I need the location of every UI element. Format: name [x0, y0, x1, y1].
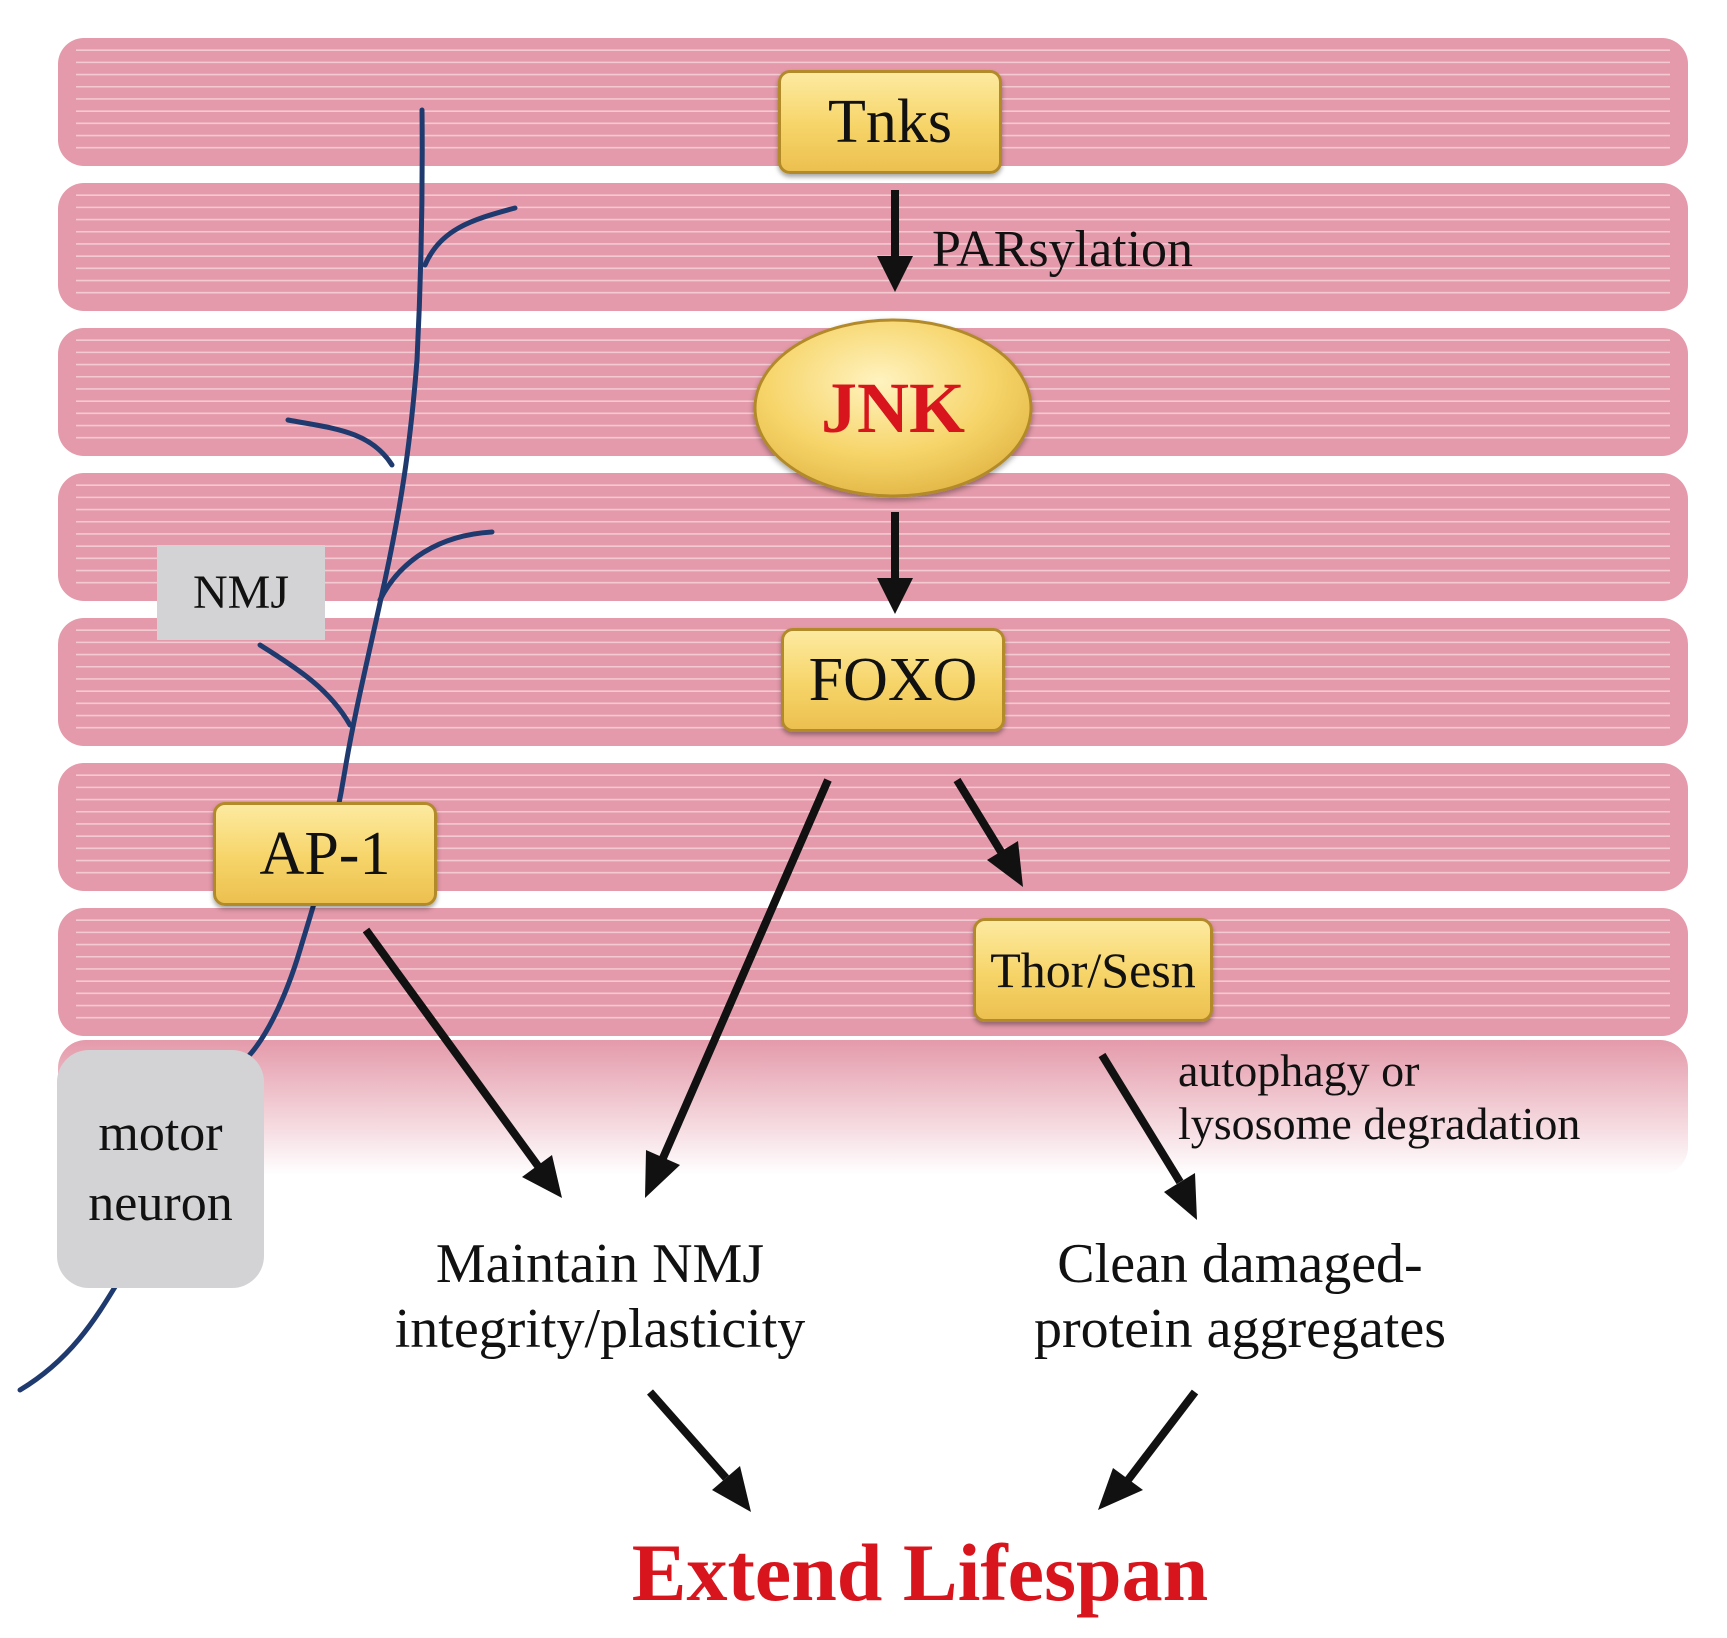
- parsylation-label: PARsylation: [932, 221, 1194, 278]
- foxo-label: FOXO: [808, 645, 978, 714]
- thor-sesn-node: Thor/Sesn: [973, 918, 1213, 1022]
- motor-neuron-line-1: motor: [98, 1104, 223, 1162]
- thor-sesn-label: Thor/Sesn: [990, 942, 1196, 998]
- maintain-line-2: integrity/plasticity: [394, 1297, 806, 1360]
- ap1-node: AP-1: [213, 802, 437, 906]
- motor-neuron-axon: [17, 107, 518, 1393]
- nerve-branch-1: [422, 205, 518, 268]
- jnk-node: JNK: [755, 320, 1031, 496]
- autophagy-line-2: lysosome degradation: [1178, 1098, 1581, 1150]
- autophagy-line-1: autophagy or: [1178, 1045, 1420, 1096]
- arrow-foxo-to-maintain: [645, 778, 832, 1198]
- clean-line-2: protein aggregates: [1033, 1297, 1447, 1360]
- axon-lower: [17, 1279, 121, 1393]
- arrow-maintain-to-lifespan: [647, 1389, 751, 1512]
- nerve-branch-2: [285, 417, 395, 468]
- tnks-node: Tnks: [778, 70, 1002, 174]
- clean-aggregates-outcome: Clean damaged- protein aggregates: [980, 1232, 1500, 1362]
- arrow-jnk-to-foxo: [877, 512, 913, 614]
- muscle-fiber-band: [58, 908, 1688, 1036]
- clean-line-1: Clean damaged-: [1057, 1233, 1423, 1295]
- jnk-node-shape: [753, 318, 1033, 498]
- axon-trunk: [237, 107, 425, 1063]
- arrow-ap1-to-maintain: [362, 927, 562, 1198]
- muscle-fiber-band: [58, 183, 1688, 311]
- muscle-fiber-band: [58, 763, 1688, 891]
- maintain-line-1: Maintain NMJ: [435, 1233, 765, 1295]
- arrow-thor-to-clean: [1098, 1052, 1197, 1220]
- arrow-tnks-to-jnk: [877, 190, 913, 292]
- arrow-foxo-to-thor: [953, 777, 1023, 887]
- motor-neuron-line-2: neuron: [88, 1175, 233, 1232]
- foxo-node: FOXO: [781, 628, 1005, 732]
- maintain-nmj-outcome: Maintain NMJ integrity/plasticity: [340, 1232, 860, 1362]
- nerve-branch-4: [257, 642, 353, 728]
- arrow-clean-to-lifespan: [1098, 1389, 1199, 1510]
- muscle-fiber-band: [58, 473, 1688, 601]
- nerve-branch-3: [377, 529, 495, 603]
- motor-neuron-box: motor neuron: [57, 1050, 264, 1288]
- autophagy-label: autophagy or lysosome degradation: [1178, 1044, 1580, 1151]
- nmj-label-box: NMJ: [157, 545, 325, 640]
- extend-lifespan-result: Extend Lifespan: [631, 1527, 1209, 1618]
- muscle-fade: [58, 1040, 1688, 1175]
- tnks-label: Tnks: [828, 87, 952, 156]
- pathway-arrows: [362, 190, 1199, 1512]
- jnk-label: JNK: [821, 367, 965, 448]
- nmj-label: NMJ: [192, 566, 290, 619]
- ap1-label: AP-1: [259, 819, 391, 888]
